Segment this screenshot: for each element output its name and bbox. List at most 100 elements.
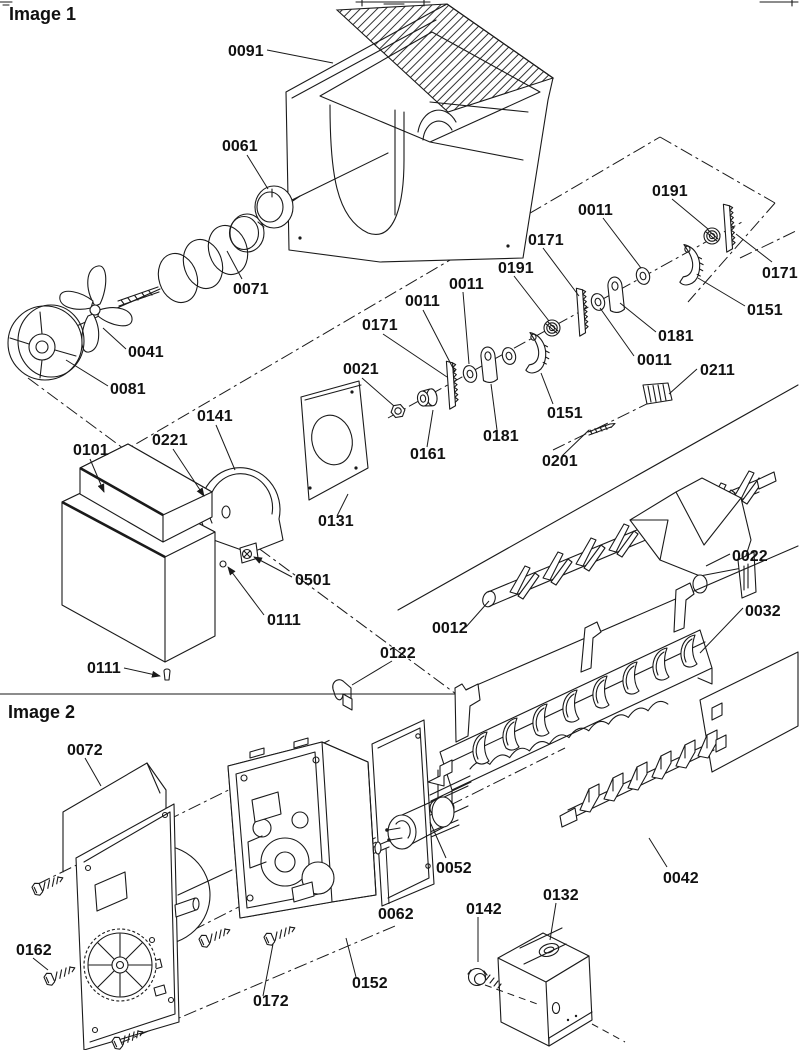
part-number: 0172 (253, 993, 289, 1010)
leader-line (262, 943, 274, 997)
part-number: 0201 (542, 453, 578, 470)
part-number: 0091 (228, 43, 264, 60)
leader-line (351, 660, 393, 686)
part-label: 0132 (543, 887, 579, 941)
cover-block (61, 443, 216, 663)
part-label: 0081 (65, 359, 146, 398)
part-number: 0181 (483, 428, 519, 445)
part-number: 0071 (233, 281, 269, 298)
part-label: 0172 (253, 943, 289, 1010)
clipped-edge-fragments (0, 0, 799, 7)
leader-line (602, 217, 642, 269)
icemaker-mold (429, 582, 713, 838)
leader-line (246, 154, 269, 190)
part-number: 0191 (652, 183, 688, 200)
drive-motor (385, 796, 455, 850)
part-label: 0151 (540, 372, 583, 422)
part-label: 0161 (410, 409, 446, 463)
part-label: 0171 (528, 232, 580, 297)
part-number: 0022 (732, 548, 768, 565)
part-number: 0111 (87, 660, 121, 677)
part-number: 0211 (700, 362, 735, 379)
part-label: 0111 (87, 660, 161, 678)
part-label: 0111 (227, 566, 301, 629)
leader-line (422, 309, 456, 373)
part-label: 0151 (697, 277, 783, 319)
leader-line (429, 821, 447, 859)
part-number: 0011 (637, 352, 672, 369)
part-number: 0171 (528, 232, 564, 249)
bolt-0142 (467, 967, 502, 989)
part-number: 0072 (67, 742, 103, 759)
drive-gear (83, 928, 157, 1002)
part-label: 0211 (668, 362, 735, 395)
screw-0201 (587, 422, 616, 436)
part-number: 0111 (267, 612, 301, 629)
fill-cup (629, 477, 757, 599)
part-label: 0181 (619, 302, 694, 345)
part-label: 0011 (599, 307, 672, 369)
part-label: 0022 (705, 548, 768, 567)
part-number: 0132 (543, 887, 579, 904)
ice-bin (285, 3, 555, 263)
leader-line (266, 49, 334, 64)
part-label: 0011 (405, 293, 456, 373)
stripper-comb (559, 651, 799, 828)
leader-line (697, 277, 746, 307)
leader-line (253, 556, 293, 578)
leader-line (462, 291, 470, 365)
image1-title: Image 1 (9, 4, 77, 24)
leader-line (215, 424, 236, 471)
leader-line (549, 902, 557, 941)
part-label: 0122 (351, 645, 416, 686)
leader-line (599, 307, 635, 357)
part-number: 0191 (498, 260, 534, 277)
part-label: 0201 (542, 429, 590, 470)
part-label: 0071 (226, 250, 269, 298)
leader-line (172, 448, 205, 497)
part-number: 0162 (16, 942, 52, 959)
part-label: 0062 (378, 847, 414, 923)
part-label: 0141 (197, 408, 236, 471)
part-number: 0012 (432, 620, 468, 637)
leader-line (345, 937, 357, 978)
leader-line (648, 837, 668, 868)
part-label: 0012 (432, 600, 490, 637)
leader-line (513, 275, 550, 322)
leader-line (227, 566, 265, 616)
leader-line (385, 847, 390, 905)
shroud-screws (163, 548, 253, 681)
leader-line (65, 359, 109, 387)
image2-title: Image 2 (8, 702, 76, 722)
part-label: 0052 (429, 821, 472, 877)
part-label: 0072 (67, 742, 103, 787)
part-number: 0151 (547, 405, 583, 422)
motor-plate (75, 803, 233, 1050)
mounting-bracket (497, 927, 593, 1047)
leader-line (102, 327, 127, 350)
part-number: 0501 (295, 572, 331, 589)
leader-line (226, 250, 243, 280)
leader-line (426, 409, 434, 448)
part-number: 0152 (352, 975, 388, 992)
leader-line (32, 957, 49, 971)
part-number: 0081 (110, 381, 146, 398)
retainer-clip (332, 679, 353, 711)
part-label: 0221 (152, 432, 205, 497)
part-label: 0181 (483, 383, 519, 445)
part-number: 0141 (197, 408, 233, 425)
part-number: 0181 (658, 328, 694, 345)
part-number: 0062 (378, 906, 414, 923)
leader-line (705, 553, 731, 567)
part-number: 0171 (762, 265, 798, 282)
part-label: 0501 (253, 556, 331, 589)
part-number: 0011 (405, 293, 440, 310)
part-label: 0131 (318, 493, 354, 530)
part-number: 0171 (362, 317, 398, 334)
terminal-connector (642, 382, 673, 405)
leader-line (619, 302, 657, 333)
part-label: 0091 (228, 43, 334, 64)
part-label: 0191 (652, 183, 709, 230)
leader-line (465, 600, 490, 628)
